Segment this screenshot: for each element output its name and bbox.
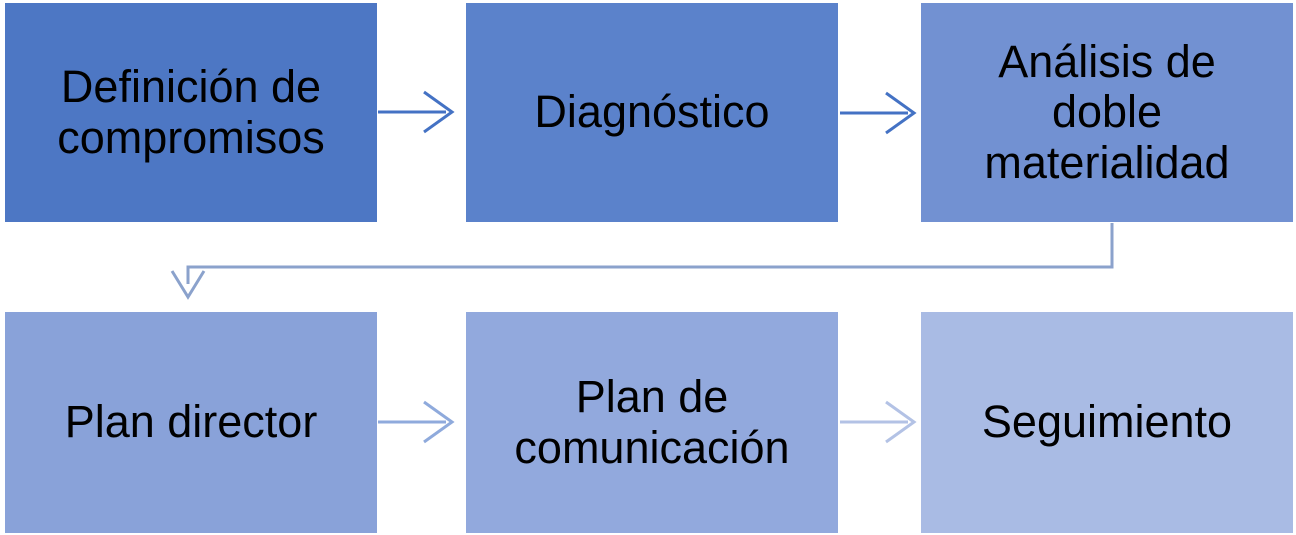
flow-step-label: Plan director (64, 396, 318, 448)
arrow-step5-to-step6-icon (840, 400, 917, 444)
arrow-step2-to-step3-icon (840, 91, 917, 135)
flow-step-seguimiento: Seguimiento (921, 312, 1293, 533)
flow-step-label: Análisis de doble materialidad (984, 35, 1230, 188)
flow-step-label: Definición de compromisos (57, 61, 325, 163)
flow-step-diagnostico: Diagnóstico (466, 3, 838, 222)
flow-step-label: Seguimiento (981, 396, 1233, 448)
arrow-step4-to-step5-icon (378, 400, 455, 444)
flow-step-label: Diagnóstico (534, 86, 770, 138)
flow-step-definicion-de-compromisos: Definición de compromisos (5, 3, 377, 222)
flow-step-plan-director: Plan director (5, 312, 377, 533)
flow-step-analisis-doble-materialidad: Análisis de doble materialidad (921, 3, 1293, 222)
elbow-connector-step3-to-step4-icon (170, 223, 1114, 300)
flow-step-plan-de-comunicacion: Plan de comunicación (466, 312, 838, 533)
arrow-step1-to-step2-icon (378, 90, 455, 134)
flow-step-label: Plan de comunicación (514, 371, 790, 473)
